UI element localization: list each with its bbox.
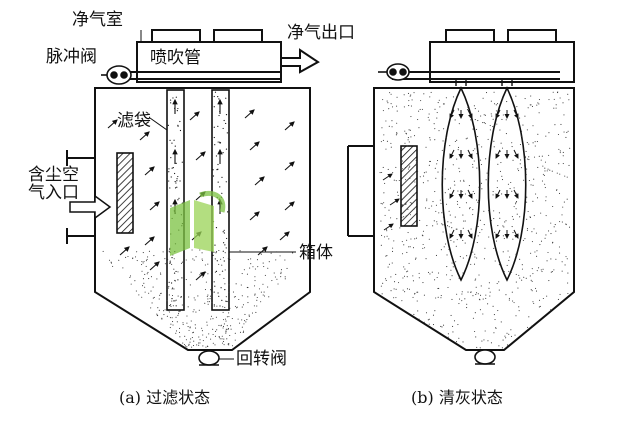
top-box-right [213, 29, 263, 43]
leaf-logo-icon [170, 191, 226, 256]
clean-chamber [136, 41, 282, 83]
label-dusty-inlet-line1: 含尘空 [28, 165, 79, 185]
pulse-valve-b-icon [378, 63, 410, 81]
label-housing: 箱体 [299, 243, 333, 263]
caption-cleaning-state: (b) 清灰状态 [411, 388, 503, 407]
pulse-valve-icon [101, 65, 132, 85]
outlet-duct [281, 48, 320, 74]
caption-filtering-state: (a) 过滤状态 [119, 388, 211, 407]
inlet-arrow-icon [69, 194, 112, 220]
label-filter-bag: 滤袋 [117, 111, 151, 131]
inlet-duct [66, 150, 95, 244]
rotary-valve-icon [198, 350, 220, 366]
label-rotary-valve: 回转阀 [236, 349, 287, 369]
label-pulse-valve: 脉冲阀 [46, 47, 97, 67]
top-box-left [151, 29, 201, 43]
filtering-state-diagram [66, 29, 320, 351]
label-blow-pipe: 喷吹管 [150, 48, 201, 68]
baffle-plate-b [400, 145, 418, 227]
label-dusty-inlet-line2: 气入口 [28, 183, 79, 203]
label-clean-outlet: 净气出口 [287, 23, 355, 43]
rotary-valve-b-icon [474, 349, 496, 365]
inflated-bags-b [441, 86, 527, 282]
label-clean-chamber: 净气室 [72, 10, 123, 30]
baffle-plate-a [116, 152, 134, 234]
